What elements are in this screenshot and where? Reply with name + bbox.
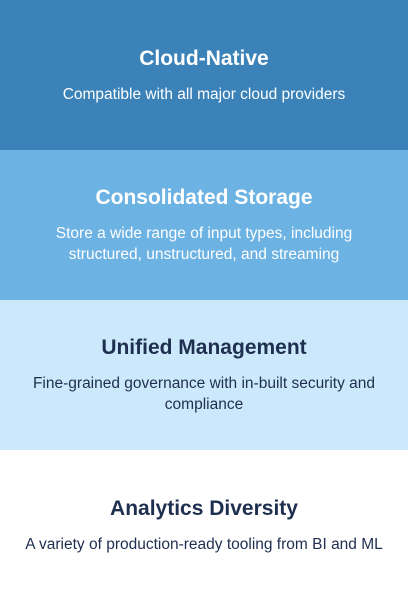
feature-title: Cloud-Native [139, 46, 269, 70]
feature-card-cloud-native: Cloud-Native Compatible with all major c… [0, 0, 408, 150]
feature-title: Analytics Diversity [110, 497, 298, 520]
feature-card-unified-management: Unified Management Fine-grained governan… [0, 300, 408, 450]
feature-description: Store a wide range of input types, inclu… [55, 225, 353, 263]
feature-card-analytics-diversity: Analytics Diversity A variety of product… [0, 450, 408, 601]
feature-description: Fine-grained governance with in-built se… [32, 375, 376, 413]
feature-title: Unified Management [101, 336, 307, 359]
feature-description: A variety of production-ready tooling fr… [25, 536, 383, 553]
feature-card-consolidated-storage: Consolidated Storage Store a wide range … [0, 150, 408, 300]
feature-description: Compatible with all major cloud provider… [62, 85, 346, 103]
feature-title: Consolidated Storage [95, 186, 313, 209]
